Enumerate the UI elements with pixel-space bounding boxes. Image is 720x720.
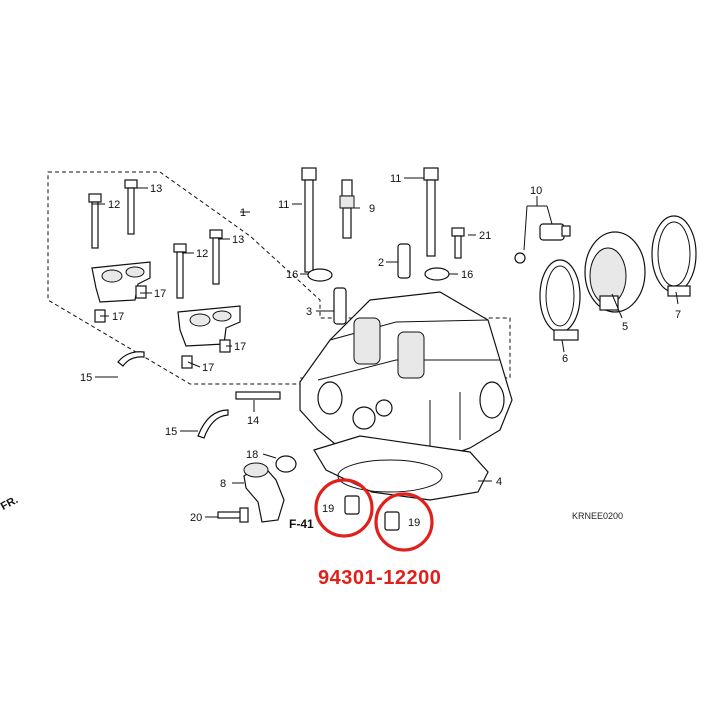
callout-18: 18	[246, 449, 258, 461]
callout-17-b: 17	[112, 311, 124, 323]
callout-19-left: 19	[322, 503, 334, 515]
camshaft-holder-lower	[177, 305, 241, 347]
callout-10: 10	[530, 185, 542, 197]
stud-bolt-11-right	[423, 167, 439, 257]
highlighted-part-number: 94301-12200	[318, 567, 441, 589]
stud-bolt-11-left	[301, 167, 317, 273]
callout-20: 20	[190, 512, 202, 524]
callout-7: 7	[675, 309, 681, 321]
half-washer-15-upper	[117, 351, 145, 367]
callout-17-c: 17	[234, 341, 246, 353]
callout-11-left: 11	[278, 199, 289, 211]
callout-15-lower: 15	[165, 426, 177, 438]
bolt-13-upper	[124, 179, 138, 235]
callout-13-lower: 13	[232, 234, 244, 246]
washer-16-right	[424, 267, 450, 281]
cylinder-head	[299, 291, 513, 463]
callout-6: 6	[562, 353, 568, 365]
callout-8: 8	[220, 478, 226, 490]
valve-guide-3	[333, 287, 347, 325]
callout-5: 5	[622, 321, 628, 333]
hose-clamp-6	[539, 259, 581, 341]
stud-14	[235, 391, 281, 400]
dowel-pin-17-a	[135, 285, 147, 299]
leader-lines	[92, 177, 679, 518]
dowel-pin-17-d	[181, 355, 193, 369]
callout-17-d: 17	[202, 362, 214, 374]
dowel-19-left	[344, 495, 360, 515]
highlight-circle-19-left	[314, 478, 374, 538]
callout-19-right: 19	[408, 517, 420, 529]
half-washer-15-lower	[197, 409, 229, 439]
callout-13-upper: 13	[150, 183, 162, 195]
diagram-code: KRNEE0200	[572, 511, 623, 521]
callout-1: 1	[240, 207, 246, 219]
callout-17-a: 17	[154, 288, 166, 300]
valve-guide-2	[397, 243, 411, 279]
callout-12-lower: 12	[196, 248, 208, 260]
insulator-5	[584, 231, 646, 313]
bolt-12-upper	[88, 193, 102, 249]
highlight-circle-19-right	[374, 492, 434, 552]
callout-12-upper: 12	[108, 199, 120, 211]
washer-16-left	[307, 268, 333, 282]
callout-4: 4	[496, 476, 502, 488]
callout-2: 2	[378, 257, 384, 269]
bolt-13-lower	[209, 229, 223, 285]
front-direction-mark: FR.	[0, 494, 20, 513]
bolt-12-lower	[173, 243, 187, 299]
dowel-19-right	[384, 511, 400, 531]
spark-plug	[339, 179, 355, 239]
camshaft-holder-group-outline	[47, 171, 511, 385]
callout-9: 9	[369, 203, 375, 215]
cross-reference-f41: F-41	[289, 517, 314, 531]
bolt-21	[451, 227, 465, 259]
callout-15-upper: 15	[80, 372, 92, 384]
callout-3: 3	[306, 306, 312, 318]
callout-16-right: 16	[461, 269, 473, 281]
callout-11-right: 11	[390, 173, 401, 185]
hose-clamp-7	[651, 215, 697, 297]
sensor-10	[514, 223, 571, 264]
o-ring-18	[275, 455, 297, 473]
callout-16-left: 16	[286, 269, 298, 281]
bolt-20	[217, 507, 249, 523]
callout-14: 14	[247, 415, 259, 427]
callout-21: 21	[479, 230, 491, 242]
water-joint-8	[243, 462, 285, 523]
